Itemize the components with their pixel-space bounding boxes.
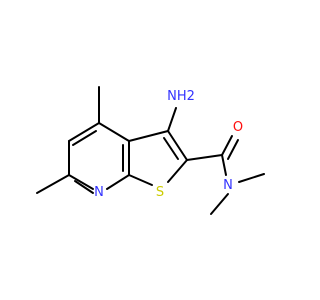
bond (68, 122, 100, 142)
bond (227, 139, 239, 160)
pyridine-nitrogen-label: N (94, 185, 104, 200)
molecule-structure: NH2 O N N S (36, 86, 265, 215)
bond (36, 174, 70, 194)
bond-layer (36, 86, 265, 215)
bond (238, 173, 265, 183)
bond (167, 159, 188, 183)
bond (221, 135, 233, 156)
bond (163, 137, 179, 160)
bond (74, 180, 94, 194)
bond (106, 174, 130, 190)
thiophene-sulfur-label: S (156, 185, 164, 200)
bond (72, 130, 97, 146)
bond (210, 193, 229, 215)
atom-label-layer: NH2 O N N S (94, 89, 243, 200)
structure-canvas: NH2 O N N S (36, 86, 265, 215)
amide-nitrogen-label: N (223, 178, 233, 193)
bond (167, 130, 188, 161)
carbonyl-oxygen-label: O (233, 120, 243, 135)
bond (128, 174, 153, 186)
bond (68, 174, 94, 190)
bond (167, 107, 177, 132)
bond (128, 130, 169, 142)
amino-label: NH2 (167, 89, 195, 104)
bond (98, 122, 130, 142)
bond (186, 154, 223, 161)
bond (221, 154, 227, 176)
